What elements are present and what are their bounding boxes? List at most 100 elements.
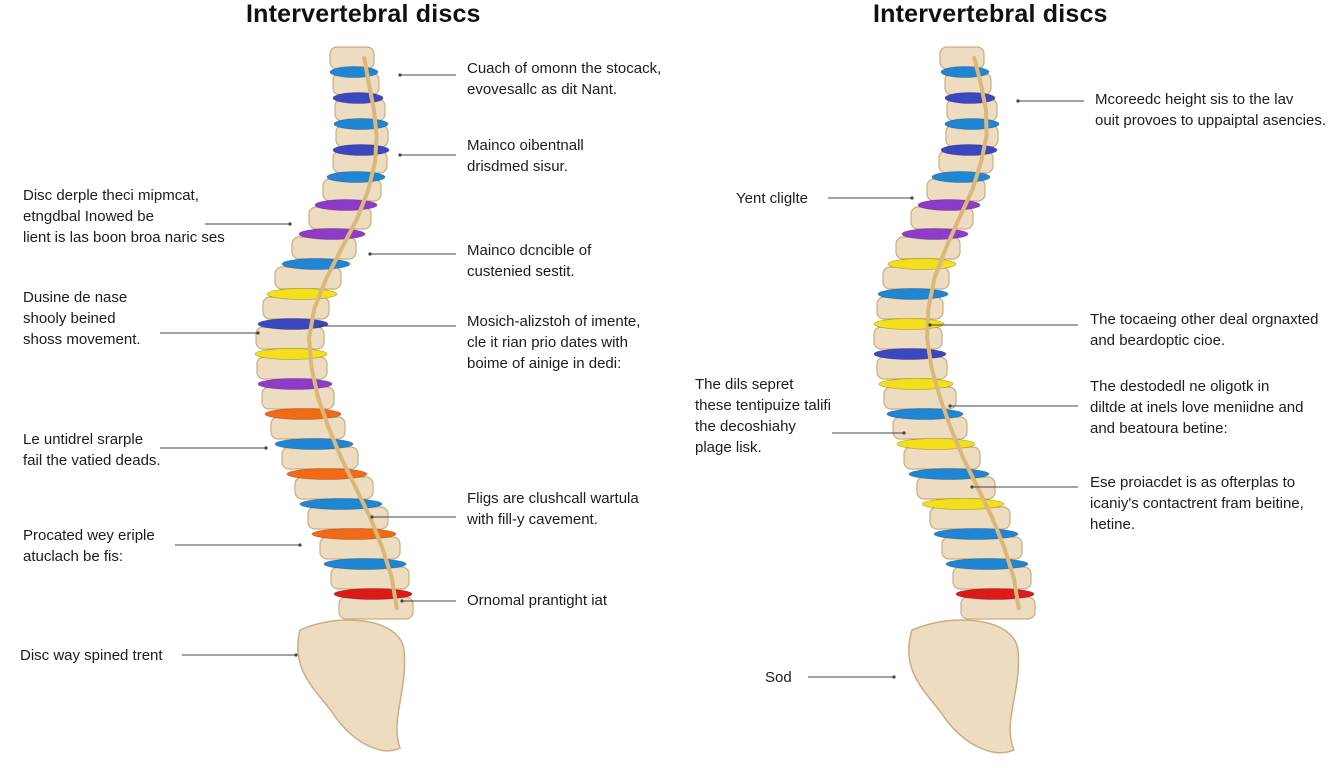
left-spine (254, 46, 414, 752)
right-spinal-cord (925, 56, 1021, 610)
left-leader-dot (294, 653, 298, 657)
left-disc (257, 378, 333, 390)
left-disc (323, 558, 407, 570)
right-disc (887, 258, 957, 270)
right-spine (873, 46, 1036, 754)
left-disc (311, 528, 397, 540)
right-disc (896, 438, 976, 450)
left-leader-dot (264, 446, 268, 450)
left-vertebra (330, 566, 410, 590)
left-leader-dot (370, 515, 374, 519)
right-vertebra (873, 326, 943, 350)
right-disc (901, 228, 969, 240)
left-disc (299, 498, 383, 510)
left-spine-illustration (160, 46, 456, 752)
left-leader-dot (398, 73, 402, 77)
right-vertebra (876, 296, 944, 320)
left-disc (264, 408, 342, 420)
left-label-11: Disc way spined trent (20, 647, 163, 664)
left-panel-title: Intervertebral discs (246, 0, 481, 28)
right-panel-title: Intervertebral discs (873, 0, 1108, 28)
right-vertebra (929, 506, 1011, 530)
right-disc (944, 118, 1000, 130)
right-leader-lines (808, 99, 1084, 679)
left-vertebra (307, 506, 389, 530)
left-leader-dot (400, 599, 404, 603)
left-disc (326, 171, 386, 183)
right-leader-dot (902, 431, 906, 435)
left-vertebra (261, 386, 335, 410)
left-disc (332, 144, 390, 156)
right-disc (886, 408, 964, 420)
right-disc (873, 348, 947, 360)
left-disc (254, 348, 328, 360)
right-disc (955, 588, 1035, 600)
right-leader-dot (970, 485, 974, 489)
left-leader-dot (256, 331, 260, 335)
right-leader-dot (892, 675, 896, 679)
right-leader-dot (910, 196, 914, 200)
left-leader-dot (288, 222, 292, 226)
left-disc (332, 92, 384, 104)
right-disc (921, 498, 1005, 510)
right-disc (878, 378, 954, 390)
left-disc (329, 66, 379, 78)
right-vertebra (952, 566, 1032, 590)
left-disc (333, 118, 389, 130)
right-disc (933, 528, 1019, 540)
right-disc (873, 318, 945, 330)
left-disc (266, 288, 338, 300)
left-disc (298, 228, 366, 240)
left-spinal-cord (307, 56, 399, 610)
right-label-2: Yent cliglte (736, 190, 808, 207)
right-sacrum (908, 619, 1020, 754)
left-vertebra (319, 536, 401, 560)
right-disc (940, 66, 990, 78)
left-disc (257, 318, 329, 330)
right-leader-dot (1016, 99, 1020, 103)
right-disc (877, 288, 949, 300)
right-leader-dot (948, 404, 952, 408)
left-vertebra (255, 326, 325, 350)
left-disc (286, 468, 368, 480)
left-disc (281, 258, 351, 270)
right-vertebra (941, 536, 1023, 560)
left-label-3: Disc derple theci mipmcat,etngdbal Inowe… (23, 187, 225, 246)
left-disc (314, 199, 378, 211)
right-disc (908, 468, 990, 480)
right-disc (940, 144, 998, 156)
right-spine-illustration (808, 46, 1084, 754)
left-label-10: Ornomal prantight iat (467, 592, 608, 609)
right-disc (944, 92, 996, 104)
right-disc (931, 171, 991, 183)
left-leader-dot (318, 324, 322, 328)
left-leader-dot (398, 153, 402, 157)
right-panel: Intervertebral discs Mcoreedc height sis… (672, 0, 1344, 768)
right-disc (945, 558, 1029, 570)
right-label-7: Sod (765, 669, 792, 686)
left-panel: Intervertebral discs Cuach of omonn the … (20, 0, 662, 752)
right-leader-dot (928, 323, 932, 327)
left-disc (333, 588, 413, 600)
right-disc (917, 199, 981, 211)
left-label-1: Cuach of omonn the stocack,evovesallc as… (467, 60, 662, 98)
right-vertebra (883, 386, 957, 410)
left-label-6: Mosich-alizstoh of imente,cle it rian pr… (467, 313, 641, 372)
left-leader-dot (368, 252, 372, 256)
right-vertebra (960, 596, 1036, 620)
right-vertebra (876, 356, 948, 380)
left-leader-lines (160, 73, 456, 657)
left-disc (274, 438, 354, 450)
left-sacrum (297, 619, 406, 752)
